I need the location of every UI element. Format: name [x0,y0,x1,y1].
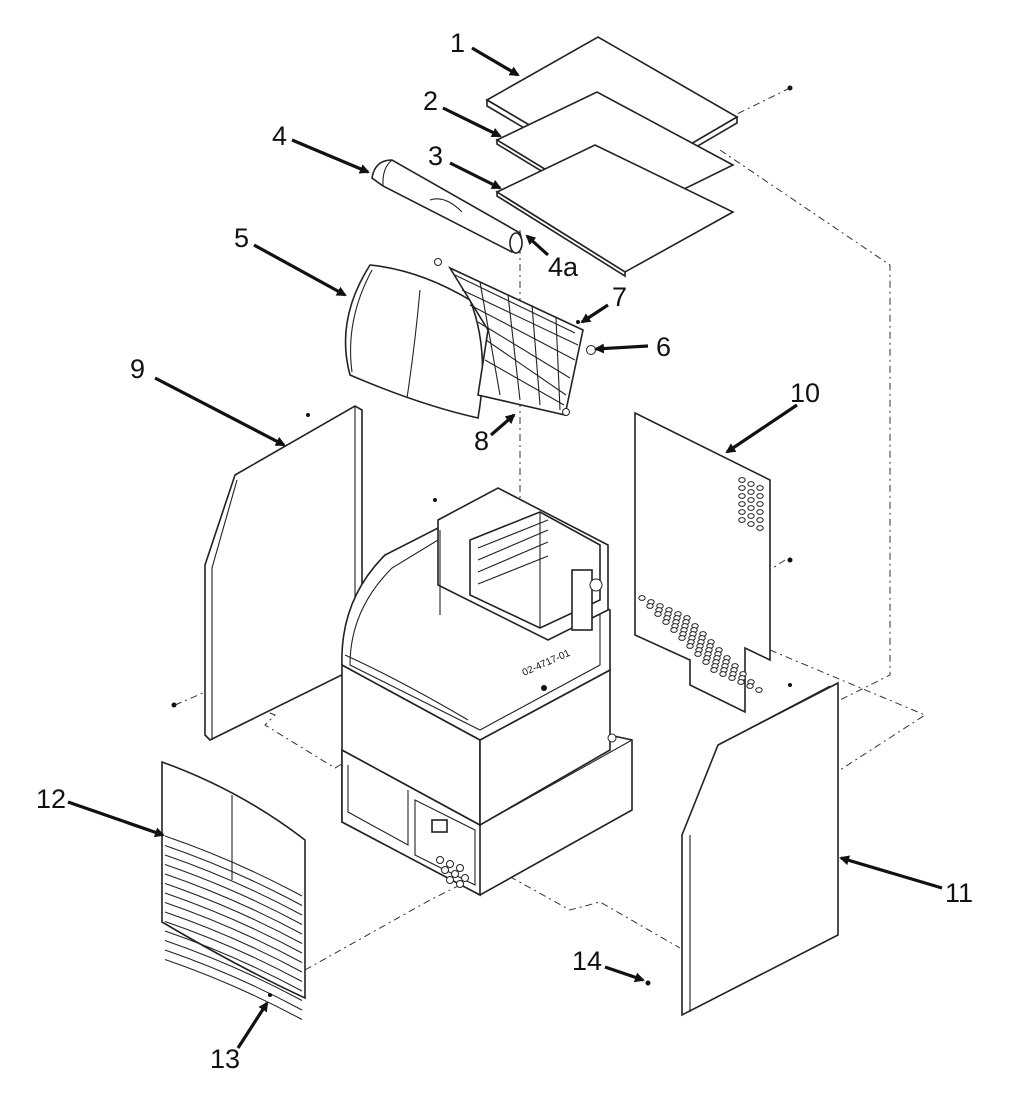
callout-2: 2 [423,86,438,116]
perforation-hole [756,525,764,531]
right-panel-part-11 [645,681,839,1017]
callout-7: 7 [612,282,627,312]
perforation-hole [746,683,754,689]
perforation-hole [638,595,646,601]
callout-9: 9 [130,354,145,384]
louver-slat [164,863,303,925]
louver-slat [164,949,303,1011]
perforation-hole [646,603,654,609]
louver-slat [164,958,303,1020]
perforation-hole [747,481,755,487]
louver-slat [164,873,303,935]
louver-slat [164,930,303,992]
perforation-hole [747,521,755,527]
callout-14: 14 [572,946,602,976]
callout-arrows [67,46,943,1049]
perforation-hole [686,643,694,649]
callout-8: 8 [474,426,489,456]
louver-slat [164,911,303,973]
callout-5: 5 [234,223,249,253]
louver-slat [164,854,303,916]
louver-slat [164,844,303,906]
perforation-hole [738,485,746,491]
louver-slat [164,920,303,982]
left-panel-part-9 [171,405,363,741]
insulation-part-3 [495,144,735,278]
louver-slat [164,835,303,897]
perforation-hole [738,517,746,523]
perforation-hole [747,505,755,511]
front-door-part-5 [344,264,484,419]
callout-13: 13 [210,1044,240,1074]
louver-slat [164,939,303,1001]
louver-slat [164,882,303,944]
perforation-hole [747,497,755,503]
callout-4a: 4a [548,252,579,282]
perforation-hole [678,635,686,641]
roller-part-4 [371,159,523,254]
vent-holes [436,856,469,888]
perforation-hole [662,619,670,625]
perforation-hole [738,477,746,483]
callout-12: 12 [36,784,66,814]
rear-panel-part-10 [634,411,793,714]
perforation-hole [756,485,764,491]
perforation-hole [738,501,746,507]
callout-11: 11 [945,878,973,908]
perforation-hole [738,509,746,515]
perforation-hole [755,687,763,693]
perforation-hole [747,489,755,495]
perforation-hole [756,517,764,523]
callout-10: 10 [790,378,820,408]
perforation-hole [702,659,710,665]
perforation-hole [710,667,718,673]
callout-3: 3 [428,141,443,171]
rack-part-8 [434,258,584,416]
perforation-hole [756,509,764,515]
screw-icon [787,85,793,91]
perforation-hole [756,501,764,507]
callout-4: 4 [272,121,287,151]
perforation-hole [737,679,745,685]
perforation-hole [719,671,727,677]
perforation-hole [756,493,764,499]
louver-slat [164,901,303,963]
perforation-hole [738,493,746,499]
front-grille-part-12 [161,760,306,1020]
callout-labels: 1 2 3 4 4a 5 6 7 8 9 10 11 12 13 14 [36,28,973,1074]
main-cabinet: 02-4717-01 [341,487,633,897]
perforation-hole [654,611,662,617]
perforation-hole [694,651,702,657]
perforation-holes [638,477,764,693]
louver-slat [164,892,303,954]
perforation-hole [670,627,678,633]
callout-6: 6 [656,332,671,362]
louver-slats [164,835,303,1020]
perforation-hole [747,513,755,519]
nut-icon [586,345,596,355]
perforation-hole [728,675,736,681]
callout-1: 1 [450,28,465,58]
